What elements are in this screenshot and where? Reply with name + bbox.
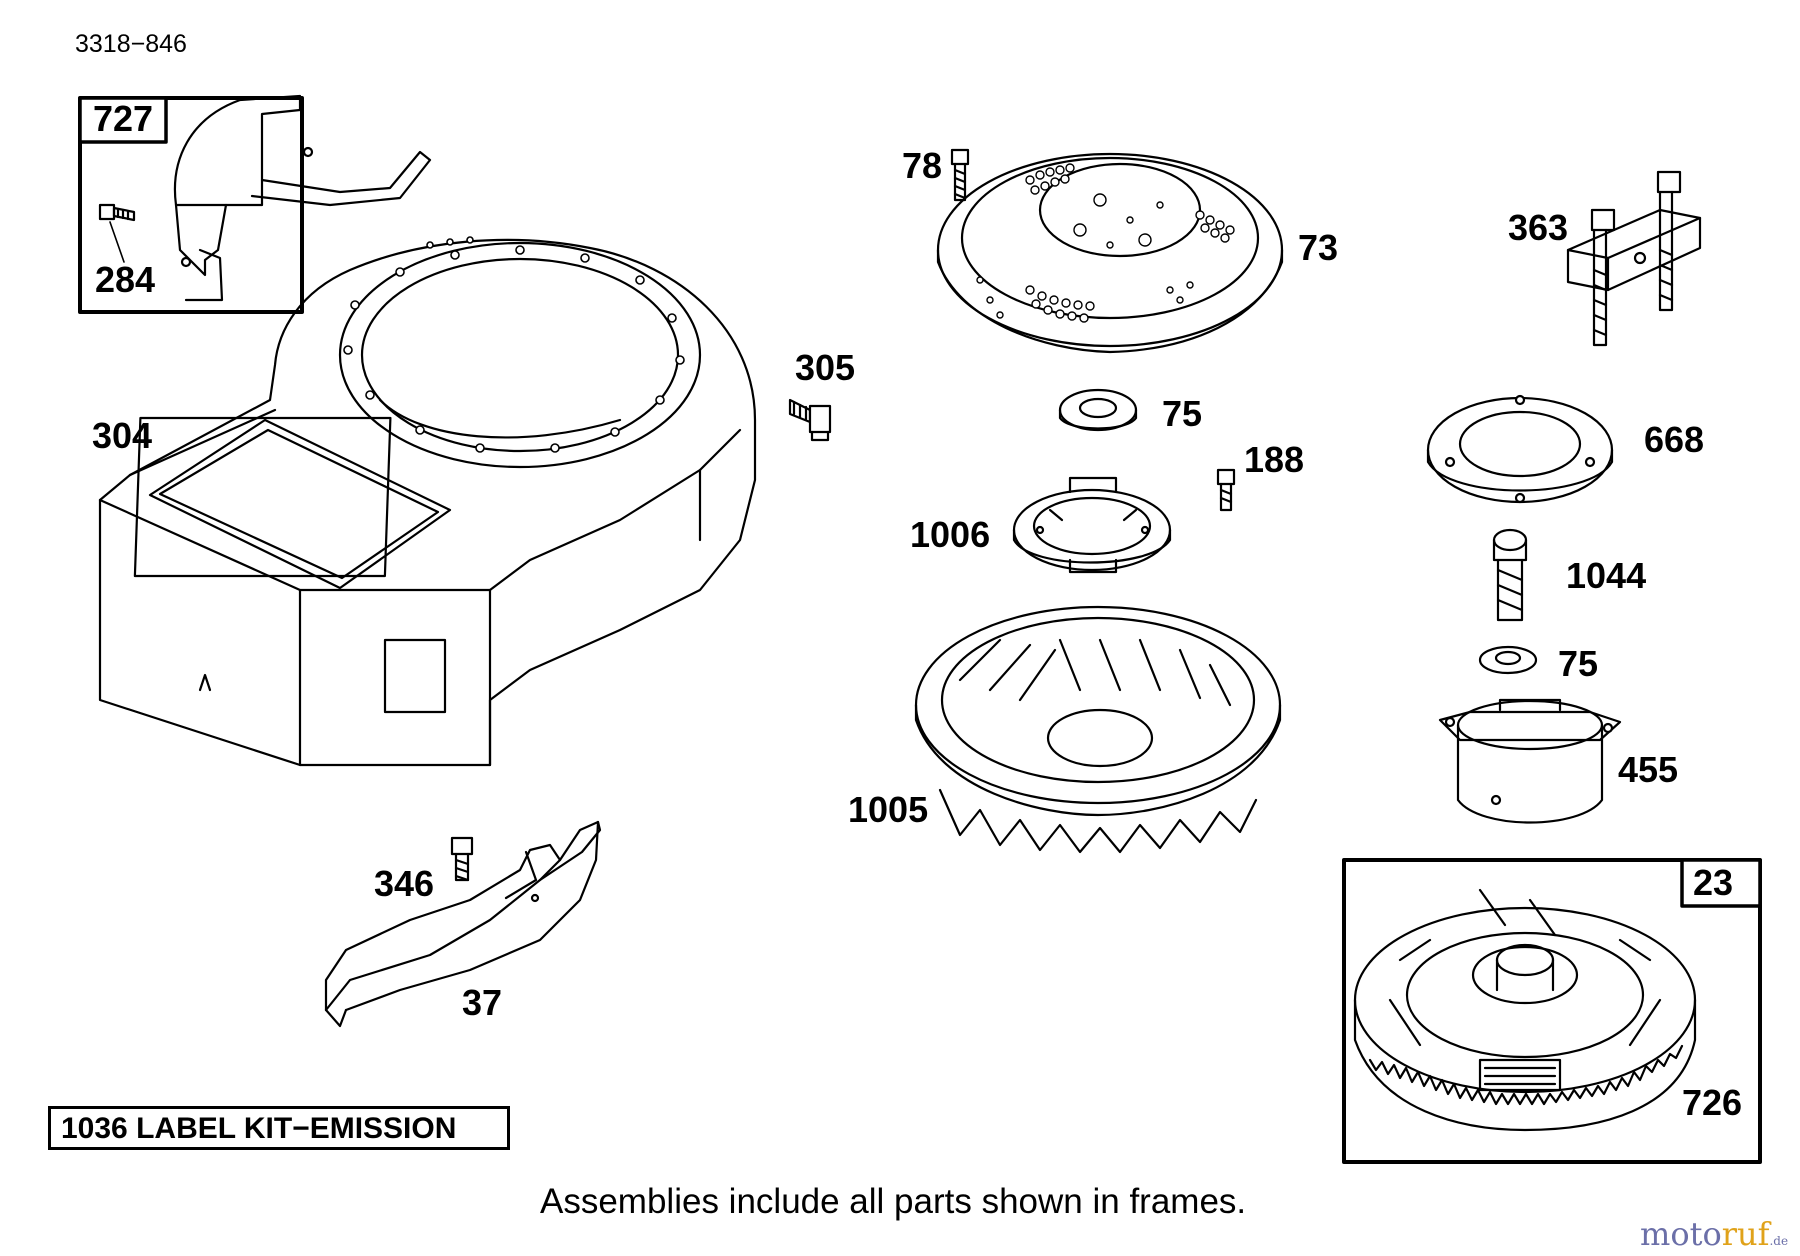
washer-75-lower — [1478, 645, 1538, 675]
callout-305: 305 — [795, 347, 856, 388]
label-kit-box: 1036 LABEL KIT−EMISSION — [48, 1106, 510, 1150]
callout-727: 727 — [93, 98, 154, 139]
screw-346 — [450, 836, 474, 882]
screw-188 — [1216, 468, 1236, 512]
starter-cup-455 — [1438, 698, 1622, 824]
washer-75-upper — [1058, 388, 1138, 432]
screw-305 — [788, 398, 832, 442]
watermark-part2: ruf — [1721, 1215, 1770, 1253]
callout-188: 188 — [1244, 439, 1305, 480]
callout-304: 304 — [92, 415, 153, 456]
screw-284 — [98, 203, 136, 263]
callout-75-lower: 75 — [1558, 643, 1599, 684]
callout-37: 37 — [462, 982, 503, 1023]
air-guide-37 — [324, 820, 602, 1028]
callout-78: 78 — [902, 145, 943, 186]
frame-727 — [78, 96, 304, 314]
diagram-id: 3318−846 — [75, 30, 187, 58]
frame-727-tag — [78, 96, 168, 144]
plate-668 — [1426, 394, 1614, 504]
callout-363: 363 — [1508, 207, 1569, 248]
callout-346: 346 — [374, 863, 435, 904]
callout-726: 726 — [1682, 1082, 1743, 1123]
flywheel-726 — [1353, 888, 1697, 1132]
air-guide-bracket — [173, 94, 432, 302]
rotating-screen — [936, 152, 1284, 354]
callout-75-upper: 75 — [1162, 393, 1203, 434]
flywheel-1005 — [914, 605, 1282, 854]
callout-455: 455 — [1618, 749, 1679, 790]
callout-1005: 1005 — [848, 789, 929, 830]
screw-78 — [950, 148, 970, 202]
nut-1044 — [1492, 528, 1528, 622]
callout-1006: 1006 — [910, 514, 991, 555]
starter-cup — [1012, 476, 1172, 574]
callout-668: 668 — [1644, 419, 1705, 460]
watermark-part3: .de — [1769, 1234, 1789, 1248]
bracket-363 — [1566, 170, 1702, 347]
callout-1044: 1044 — [1566, 555, 1647, 596]
callout-73: 73 — [1298, 227, 1339, 268]
frame-23 — [1342, 858, 1762, 1164]
frame-23-tag — [1680, 858, 1762, 908]
frame-note: Assemblies include all parts shown in fr… — [540, 1182, 1247, 1221]
callout-23: 23 — [1693, 862, 1734, 903]
watermark-logo: motoruf.de — [1640, 1215, 1788, 1253]
callout-284: 284 — [95, 259, 156, 300]
blower-housing — [98, 236, 757, 767]
watermark-part1: moto — [1640, 1215, 1722, 1253]
